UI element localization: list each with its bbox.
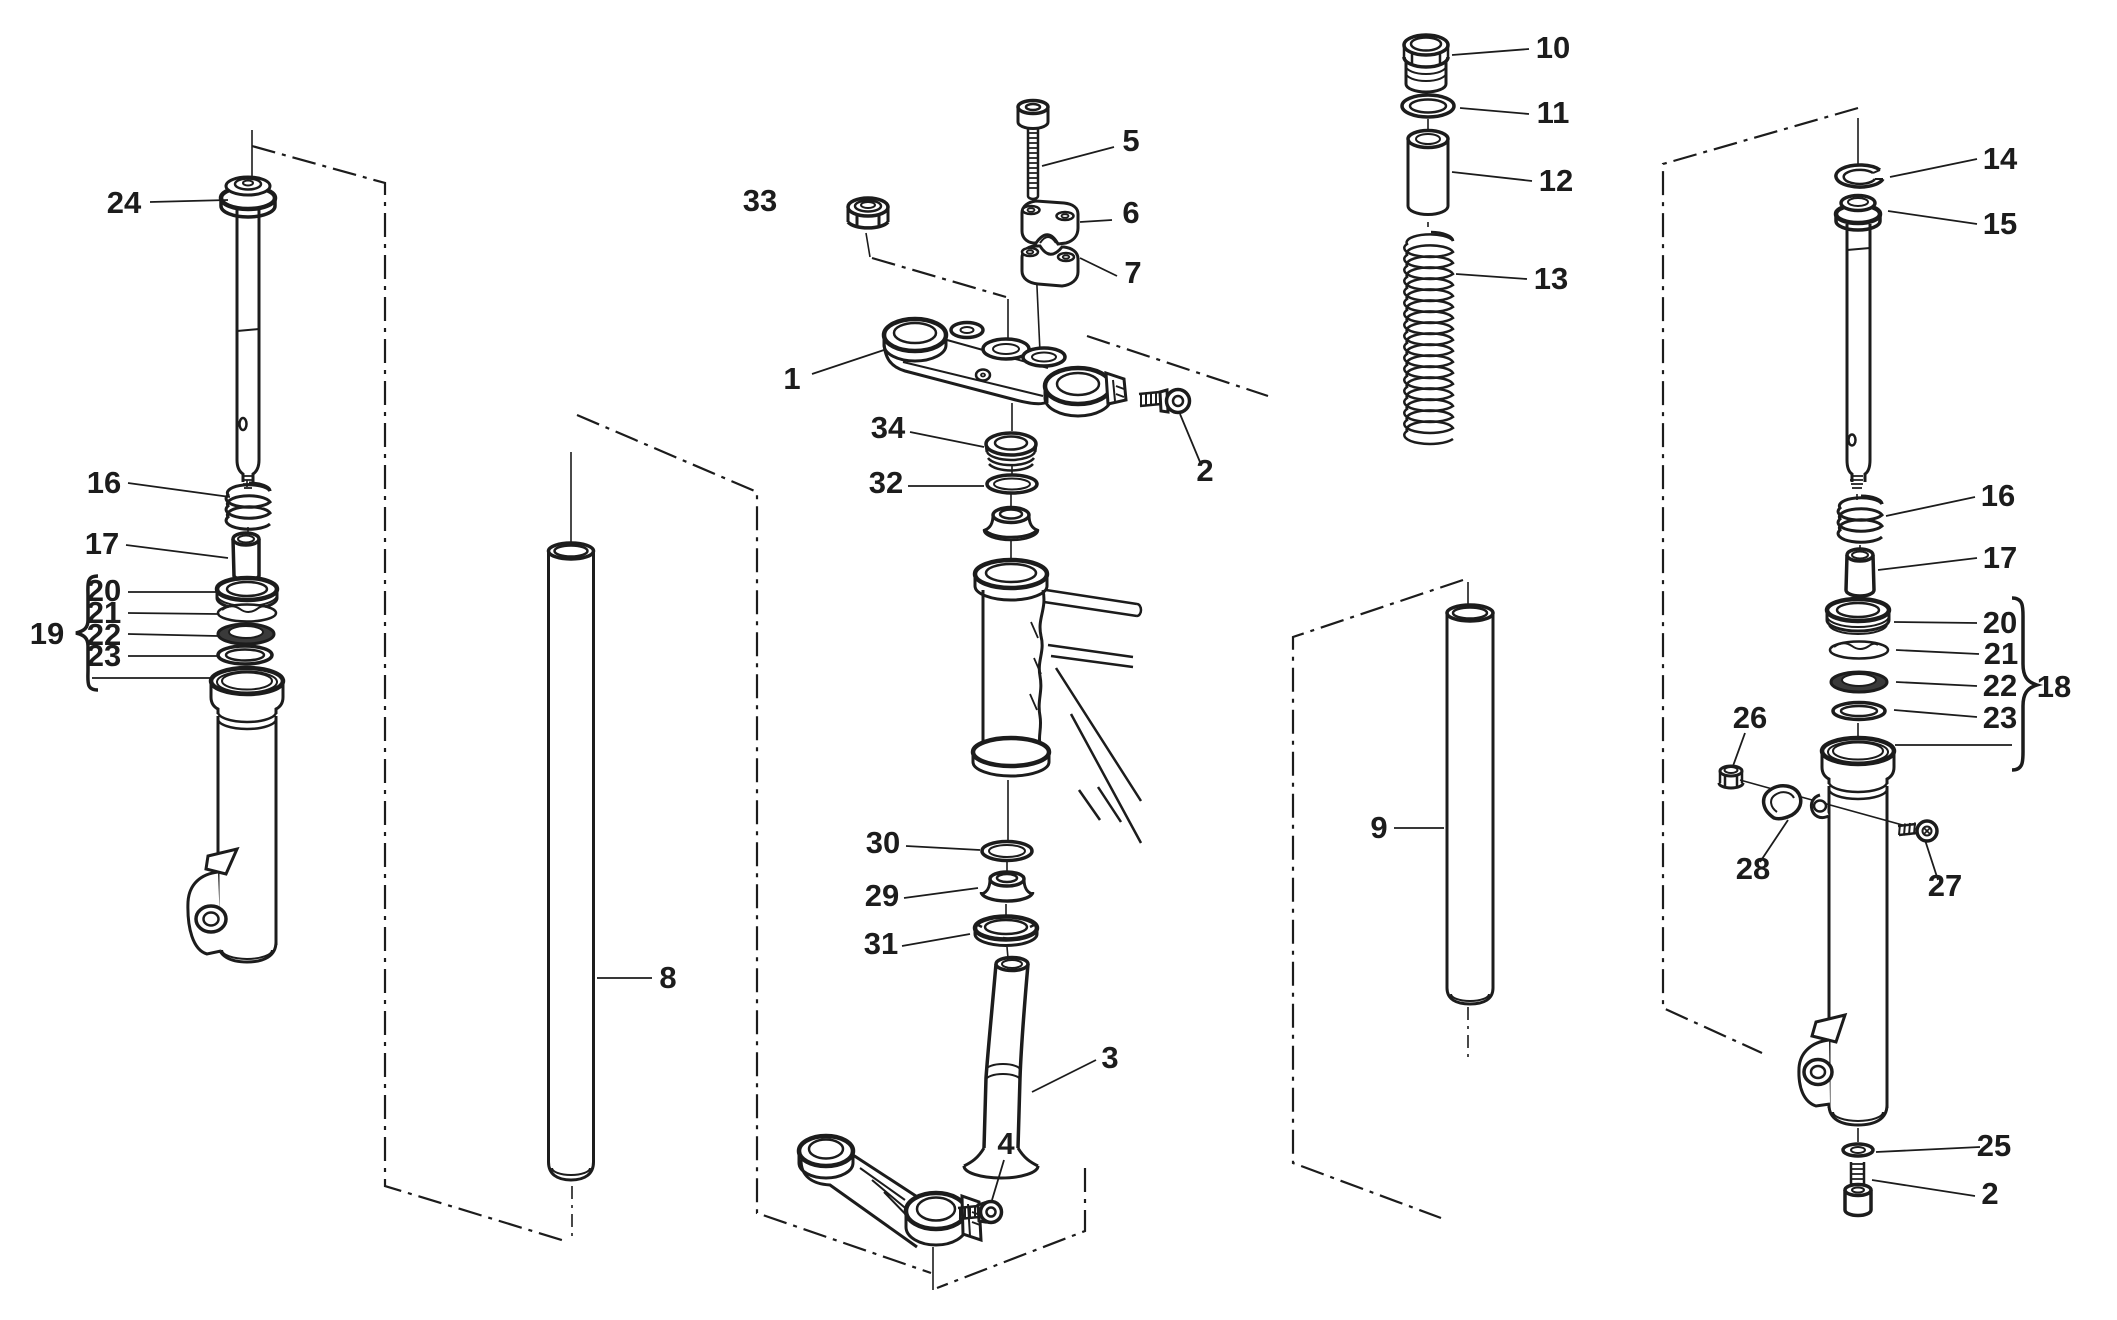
part-upper-bearing — [982, 505, 1040, 542]
part-damper-rod-right — [1845, 224, 1872, 489]
part-pinch-bolt-2-top — [1138, 387, 1192, 415]
group-braces — [75, 574, 2044, 772]
part-snap-ring-14 — [1834, 163, 1885, 189]
callout-2-bottom[interactable]: 2 — [1981, 1176, 1998, 1211]
callout-10[interactable]: 10 — [1536, 30, 1570, 65]
callout-2-top[interactable]: 2 — [1196, 453, 1213, 488]
part-fork-cap-24 — [218, 175, 278, 219]
part-dust-seal-right-20 — [1824, 596, 1892, 635]
callout-4[interactable]: 4 — [997, 1126, 1015, 1161]
callout-16-right[interactable]: 16 — [1981, 478, 2015, 513]
part-flange-nut-33 — [846, 196, 890, 230]
part-inner-tube-9 — [1445, 603, 1495, 1006]
callout-20-left[interactable]: 20 — [87, 573, 121, 608]
callout-17-left[interactable]: 17 — [85, 526, 119, 561]
part-oil-seal-left-22 — [216, 622, 276, 646]
callout-12[interactable]: 12 — [1539, 163, 1573, 198]
part-preload-spacer-12 — [1406, 128, 1450, 216]
part-inner-tube-8 — [546, 541, 596, 1182]
part-outer-slider-right — [1797, 735, 1897, 1127]
part-ring-nut-31 — [972, 914, 1040, 947]
callout-19[interactable]: 19 — [30, 616, 64, 651]
callout-34[interactable]: 34 — [871, 410, 906, 445]
part-back-ring-right-23 — [1831, 700, 1887, 722]
part-o-ring-32 — [985, 473, 1039, 495]
part-steering-stem-3 — [962, 955, 1040, 1180]
callout-7[interactable]: 7 — [1124, 255, 1141, 290]
callout-23-right[interactable]: 23 — [1983, 700, 2017, 735]
callouts: 24 16 17 19 20 21 22 23 8 5 6 7 33 1 2 3… — [30, 30, 2071, 1211]
callout-32[interactable]: 32 — [869, 465, 903, 500]
callout-30[interactable]: 30 — [866, 825, 900, 860]
part-screw-27 — [1897, 819, 1939, 843]
callout-28[interactable]: 28 — [1736, 851, 1770, 886]
callout-25[interactable]: 25 — [1977, 1128, 2011, 1163]
part-outer-slider-left — [186, 665, 286, 964]
callout-21-left[interactable]: 21 — [87, 595, 121, 630]
callout-31[interactable]: 31 — [864, 926, 898, 961]
callout-33[interactable]: 33 — [743, 183, 777, 218]
callout-22-right[interactable]: 22 — [1983, 668, 2017, 703]
callout-14[interactable]: 14 — [1983, 141, 2018, 176]
part-rebound-spring-right-16 — [1836, 494, 1884, 544]
callout-16-left[interactable]: 16 — [87, 465, 121, 500]
part-bottom-triple-clamp — [796, 1133, 983, 1249]
callout-18[interactable]: 18 — [2037, 669, 2071, 704]
callout-11[interactable]: 11 — [1537, 95, 1570, 130]
callout-24[interactable]: 24 — [107, 185, 142, 220]
part-rod-cap-15 — [1833, 193, 1883, 232]
callout-21-right[interactable]: 21 — [1984, 636, 2018, 671]
part-oil-seal-right-22 — [1829, 670, 1889, 694]
part-o-ring-11 — [1400, 93, 1456, 119]
part-taper-bushing-right-17 — [1844, 547, 1876, 598]
callout-22-left[interactable]: 22 — [87, 617, 121, 652]
callout-26[interactable]: 26 — [1733, 700, 1767, 735]
part-washer-25 — [1841, 1142, 1875, 1158]
callout-15[interactable]: 15 — [1983, 206, 2017, 241]
part-top-triple-clamp-1 — [881, 316, 1128, 418]
part-socket-bolt-2-bottom — [1843, 1162, 1873, 1218]
leader-lines — [92, 48, 2012, 1201]
callout-8[interactable]: 8 — [659, 960, 676, 995]
callout-9[interactable]: 9 — [1370, 810, 1387, 845]
part-socket-bolt-5 — [1016, 98, 1050, 201]
part-rebound-spring-left-16 — [224, 481, 272, 531]
callout-23-left[interactable]: 23 — [87, 638, 121, 673]
part-lower-bearing-29 — [979, 870, 1035, 903]
part-nut-26 — [1717, 764, 1745, 790]
callout-1[interactable]: 1 — [783, 361, 800, 396]
part-bearing-cover-34 — [984, 431, 1038, 472]
part-damper-rod-left — [235, 208, 261, 489]
part-o-ring-30 — [980, 839, 1034, 863]
callout-20-right[interactable]: 20 — [1983, 605, 2017, 640]
callout-3[interactable]: 3 — [1101, 1040, 1118, 1075]
part-back-ring-left-23 — [216, 644, 274, 666]
part-steering-head-tube-frame — [970, 557, 1143, 844]
brace-19 — [75, 574, 99, 692]
callout-17-right[interactable]: 17 — [1983, 540, 2017, 575]
part-bar-clamp-upper-6 — [1020, 199, 1080, 246]
callout-13[interactable]: 13 — [1534, 261, 1568, 296]
part-cable-guide-28 — [1761, 784, 1803, 821]
callout-27[interactable]: 27 — [1928, 868, 1962, 903]
part-stop-ring-left-21 — [216, 603, 278, 623]
brace-18 — [2011, 596, 2044, 772]
part-fork-plug-10 — [1402, 33, 1450, 94]
callout-6[interactable]: 6 — [1122, 195, 1139, 230]
zone-dividers — [251, 106, 1859, 1290]
part-taper-bushing-left-17 — [231, 531, 261, 583]
part-stop-ring-right-21 — [1828, 640, 1890, 660]
part-fork-spring-13 — [1403, 230, 1455, 446]
part-bar-mount-lower-7 — [1020, 244, 1080, 288]
callout-5[interactable]: 5 — [1122, 123, 1139, 158]
part-pinch-bolt-4 — [957, 1199, 1004, 1225]
callout-29[interactable]: 29 — [865, 878, 899, 913]
